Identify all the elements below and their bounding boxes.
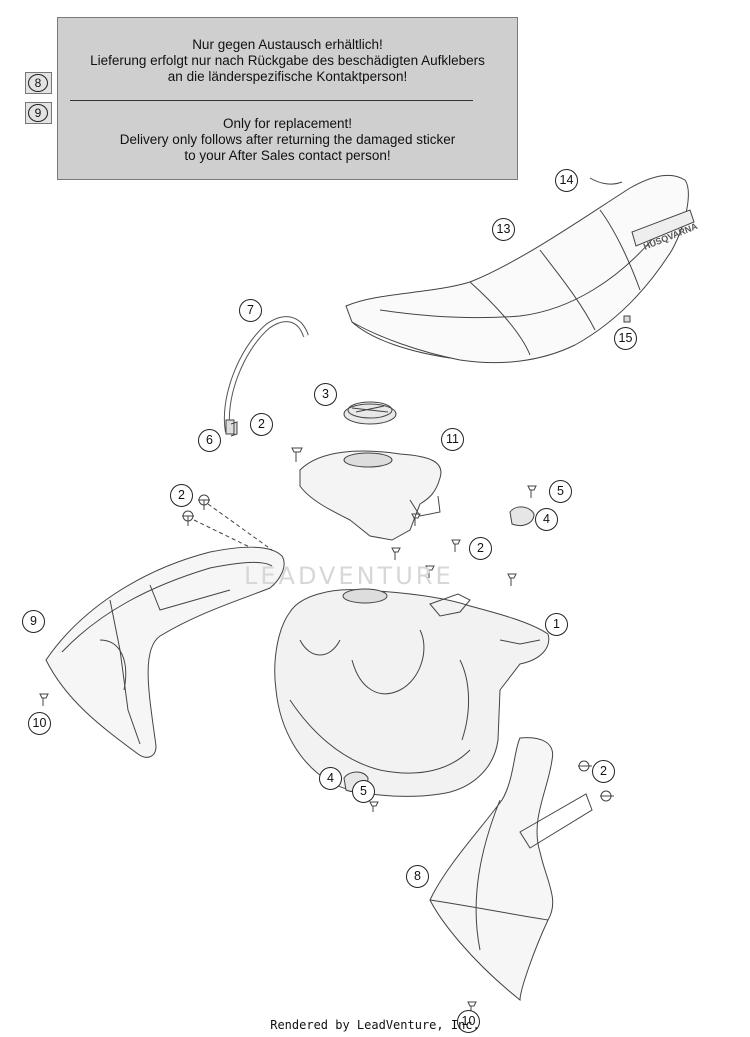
- render-credit: Rendered by LeadVenture, Inc.: [270, 1018, 480, 1032]
- callout-2-top[interactable]: 2: [250, 413, 273, 436]
- callout-1[interactable]: 1: [545, 613, 568, 636]
- replacement-notice-box: Nur gegen Austausch erhältlich! Lieferun…: [57, 17, 518, 180]
- callout-3[interactable]: 3: [314, 383, 337, 406]
- notice-de-line-2: Lieferung erfolgt nur nach Rückgabe des …: [90, 53, 485, 68]
- notice-tag-9-label: 9: [28, 104, 48, 122]
- callout-5-lower[interactable]: 5: [352, 780, 375, 803]
- notice-de-line-3: an die länderspezifische Kontaktperson!: [167, 69, 408, 84]
- leadventure-watermark: LEADVENTURE: [244, 562, 454, 590]
- callout-13[interactable]: 13: [492, 218, 515, 241]
- notice-de-line-1: Nur gegen Austausch erhältlich!: [192, 37, 383, 52]
- notice-divider: [70, 100, 473, 101]
- callout-11[interactable]: 11: [441, 428, 464, 451]
- callout-6[interactable]: 6: [198, 429, 221, 452]
- seat-drawing: [345, 174, 695, 364]
- notice-tag-8: 8: [25, 72, 52, 94]
- callout-8[interactable]: 8: [406, 865, 429, 888]
- callout-2-left[interactable]: 2: [170, 484, 193, 507]
- callout-7[interactable]: 7: [239, 299, 262, 322]
- notice-en-line-3: to your After Sales contact person!: [184, 148, 391, 163]
- callout-14[interactable]: 14: [555, 169, 578, 192]
- notice-en-line-1: Only for replacement!: [222, 116, 353, 131]
- callout-2-center[interactable]: 2: [469, 537, 492, 560]
- callout-5-upper[interactable]: 5: [549, 480, 572, 503]
- callout-4-upper[interactable]: 4: [535, 508, 558, 531]
- notice-tag-8-label: 8: [28, 74, 48, 92]
- callout-9[interactable]: 9: [22, 610, 45, 633]
- callout-10-left[interactable]: 10: [28, 712, 51, 735]
- callout-15[interactable]: 15: [614, 327, 637, 350]
- callout-4-lower[interactable]: 4: [319, 767, 342, 790]
- callout-10-right[interactable]: 10: [457, 1010, 480, 1033]
- callout-2-right[interactable]: 2: [592, 760, 615, 783]
- notice-en-line-2: Delivery only follows after returning th…: [119, 132, 456, 147]
- notice-tag-9: 9: [25, 102, 52, 124]
